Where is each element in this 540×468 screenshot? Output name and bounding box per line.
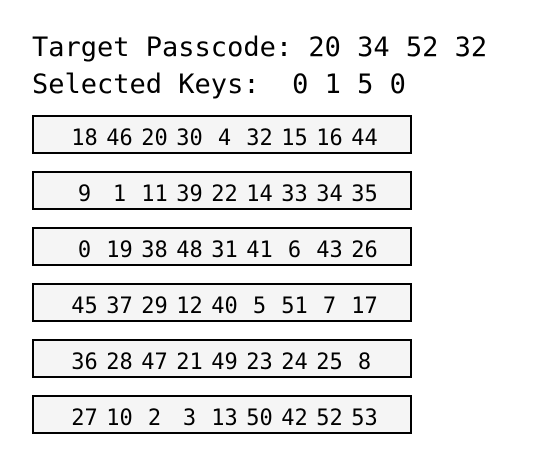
key-3-1[interactable]: 0 <box>77 238 92 263</box>
key-3-8[interactable]: 43 <box>316 238 343 263</box>
selected-keys-label: Selected Keys: <box>32 69 260 100</box>
key-2-4[interactable]: 39 <box>176 182 203 207</box>
key-3-7[interactable]: 6 <box>287 238 302 263</box>
key-4-4[interactable]: 12 <box>176 294 203 319</box>
key-2-5[interactable]: 22 <box>211 182 238 207</box>
key-6-7[interactable]: 42 <box>281 406 308 431</box>
key-4-1[interactable]: 45 <box>71 294 98 319</box>
key-1-1[interactable]: 18 <box>71 126 98 151</box>
key-3-3[interactable]: 38 <box>141 238 168 263</box>
key-row-1: 18 46 20 30 4 32 15 16 44 <box>32 115 412 154</box>
key-1-7[interactable]: 15 <box>281 126 308 151</box>
selected-keys-values: 0 1 5 0 <box>292 69 406 100</box>
key-6-8[interactable]: 52 <box>316 406 343 431</box>
key-4-9[interactable]: 17 <box>351 294 378 319</box>
key-5-4[interactable]: 21 <box>176 350 203 375</box>
target-passcode-label: Target Passcode: <box>32 32 293 63</box>
key-3-5[interactable]: 31 <box>211 238 238 263</box>
key-5-6[interactable]: 23 <box>246 350 273 375</box>
key-3-2[interactable]: 19 <box>106 238 133 263</box>
target-passcode-line: Target Passcode: 20 34 52 32 <box>32 33 487 63</box>
key-6-3[interactable]: 2 <box>147 406 162 431</box>
key-3-9[interactable]: 26 <box>351 238 378 263</box>
key-4-2[interactable]: 37 <box>106 294 133 319</box>
key-2-6[interactable]: 14 <box>246 182 273 207</box>
key-6-1[interactable]: 27 <box>71 406 98 431</box>
key-5-5[interactable]: 49 <box>211 350 238 375</box>
key-1-2[interactable]: 46 <box>106 126 133 151</box>
key-4-3[interactable]: 29 <box>141 294 168 319</box>
key-5-2[interactable]: 28 <box>106 350 133 375</box>
key-2-1[interactable]: 9 <box>77 182 92 207</box>
key-5-9[interactable]: 8 <box>357 350 372 375</box>
key-1-5[interactable]: 4 <box>217 126 232 151</box>
key-2-2[interactable]: 1 <box>112 182 127 207</box>
key-4-7[interactable]: 51 <box>281 294 308 319</box>
key-5-7[interactable]: 24 <box>281 350 308 375</box>
key-1-3[interactable]: 20 <box>141 126 168 151</box>
key-2-3[interactable]: 11 <box>141 182 168 207</box>
key-1-8[interactable]: 16 <box>316 126 343 151</box>
key-5-8[interactable]: 25 <box>316 350 343 375</box>
key-1-9[interactable]: 44 <box>351 126 378 151</box>
key-3-4[interactable]: 48 <box>176 238 203 263</box>
key-5-3[interactable]: 47 <box>141 350 168 375</box>
key-row-4: 45 37 29 12 40 5 51 7 17 <box>32 283 412 322</box>
key-2-8[interactable]: 34 <box>316 182 343 207</box>
selected-keys-line: Selected Keys: 0 1 5 0 <box>32 70 406 100</box>
key-6-5[interactable]: 13 <box>211 406 238 431</box>
target-passcode-values: 20 34 52 32 <box>308 32 488 63</box>
key-4-5[interactable]: 40 <box>211 294 238 319</box>
key-5-1[interactable]: 36 <box>71 350 98 375</box>
key-4-8[interactable]: 7 <box>322 294 337 319</box>
key-6-4[interactable]: 3 <box>182 406 197 431</box>
key-2-9[interactable]: 35 <box>351 182 378 207</box>
key-1-6[interactable]: 32 <box>246 126 273 151</box>
key-row-5: 36 28 47 21 49 23 24 25 8 <box>32 339 412 378</box>
key-6-6[interactable]: 50 <box>246 406 273 431</box>
key-row-3: 0 19 38 48 31 41 6 43 26 <box>32 227 412 266</box>
key-6-9[interactable]: 53 <box>351 406 378 431</box>
key-2-7[interactable]: 33 <box>281 182 308 207</box>
key-6-2[interactable]: 10 <box>106 406 133 431</box>
key-4-6[interactable]: 5 <box>252 294 267 319</box>
key-3-6[interactable]: 41 <box>246 238 273 263</box>
key-1-4[interactable]: 30 <box>176 126 203 151</box>
